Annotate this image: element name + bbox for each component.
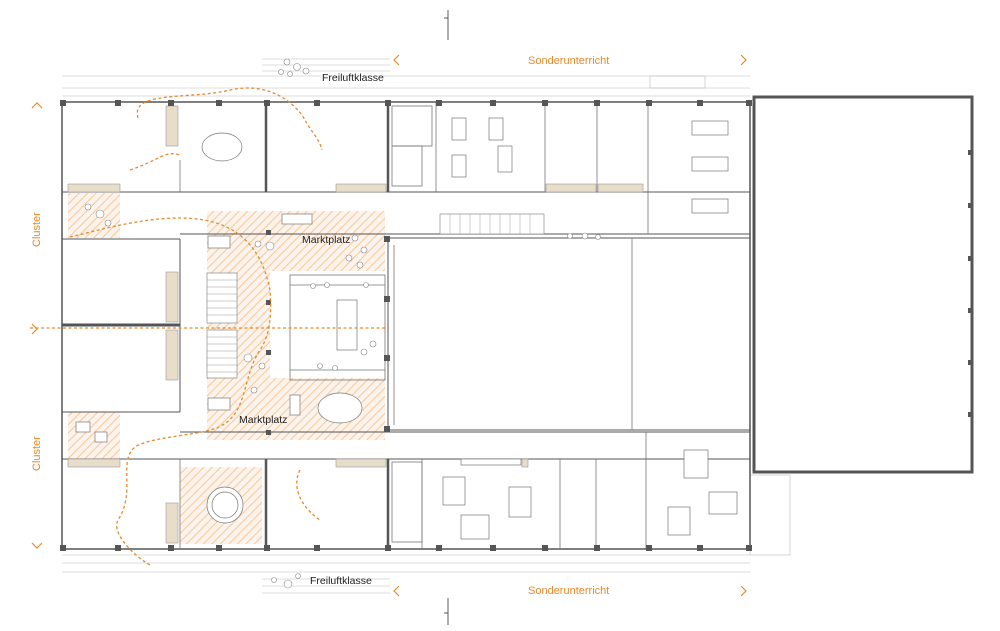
freiluftklasse-bottom-label: Freiluftklasse	[310, 575, 372, 587]
arrow-right-icon	[740, 54, 747, 66]
sonderunterricht-bottom-label: Sonderunterricht	[528, 585, 609, 597]
arrow-left-icon	[393, 54, 400, 66]
building-walls	[61, 95, 974, 550]
arrow-down-icon	[31, 542, 43, 549]
section-line-markers	[444, 10, 449, 625]
arrow-up-icon	[31, 102, 43, 109]
marktplatz-top-label: Marktplatz	[302, 234, 350, 246]
section-arrows	[31, 54, 747, 597]
stairs	[206, 213, 545, 379]
freiluftklasse-top-label: Freiluftklasse	[322, 72, 384, 84]
columns	[60, 100, 973, 551]
furniture	[75, 117, 738, 540]
circulation-paths	[30, 87, 385, 566]
arrow-right-icon	[740, 585, 747, 597]
wood-panels	[67, 105, 644, 544]
arrow-left-icon	[393, 585, 400, 597]
arrow-right-icon	[31, 323, 38, 335]
cluster-bottom-zone	[68, 412, 120, 459]
marktplatz-bottom-label: Marktplatz	[239, 414, 287, 426]
sonderunterricht-top-label: Sonderunterricht	[528, 55, 609, 67]
cluster-bottom-label: Cluster	[31, 436, 43, 471]
plants-chairs	[84, 58, 601, 589]
cluster-top-label: Cluster	[31, 212, 43, 247]
